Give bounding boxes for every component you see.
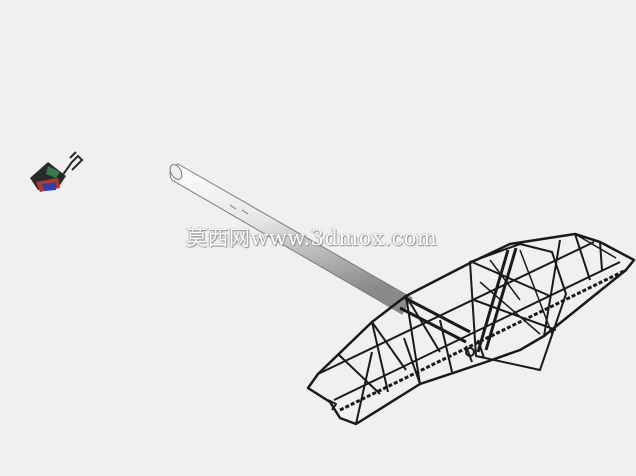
- watermark-text: 莫西网www.3dmox.com: [186, 226, 438, 250]
- truss-wing-icon: [306, 232, 636, 426]
- hood-assembly-icon: [30, 151, 84, 192]
- cylinder-tube-icon: [169, 163, 471, 344]
